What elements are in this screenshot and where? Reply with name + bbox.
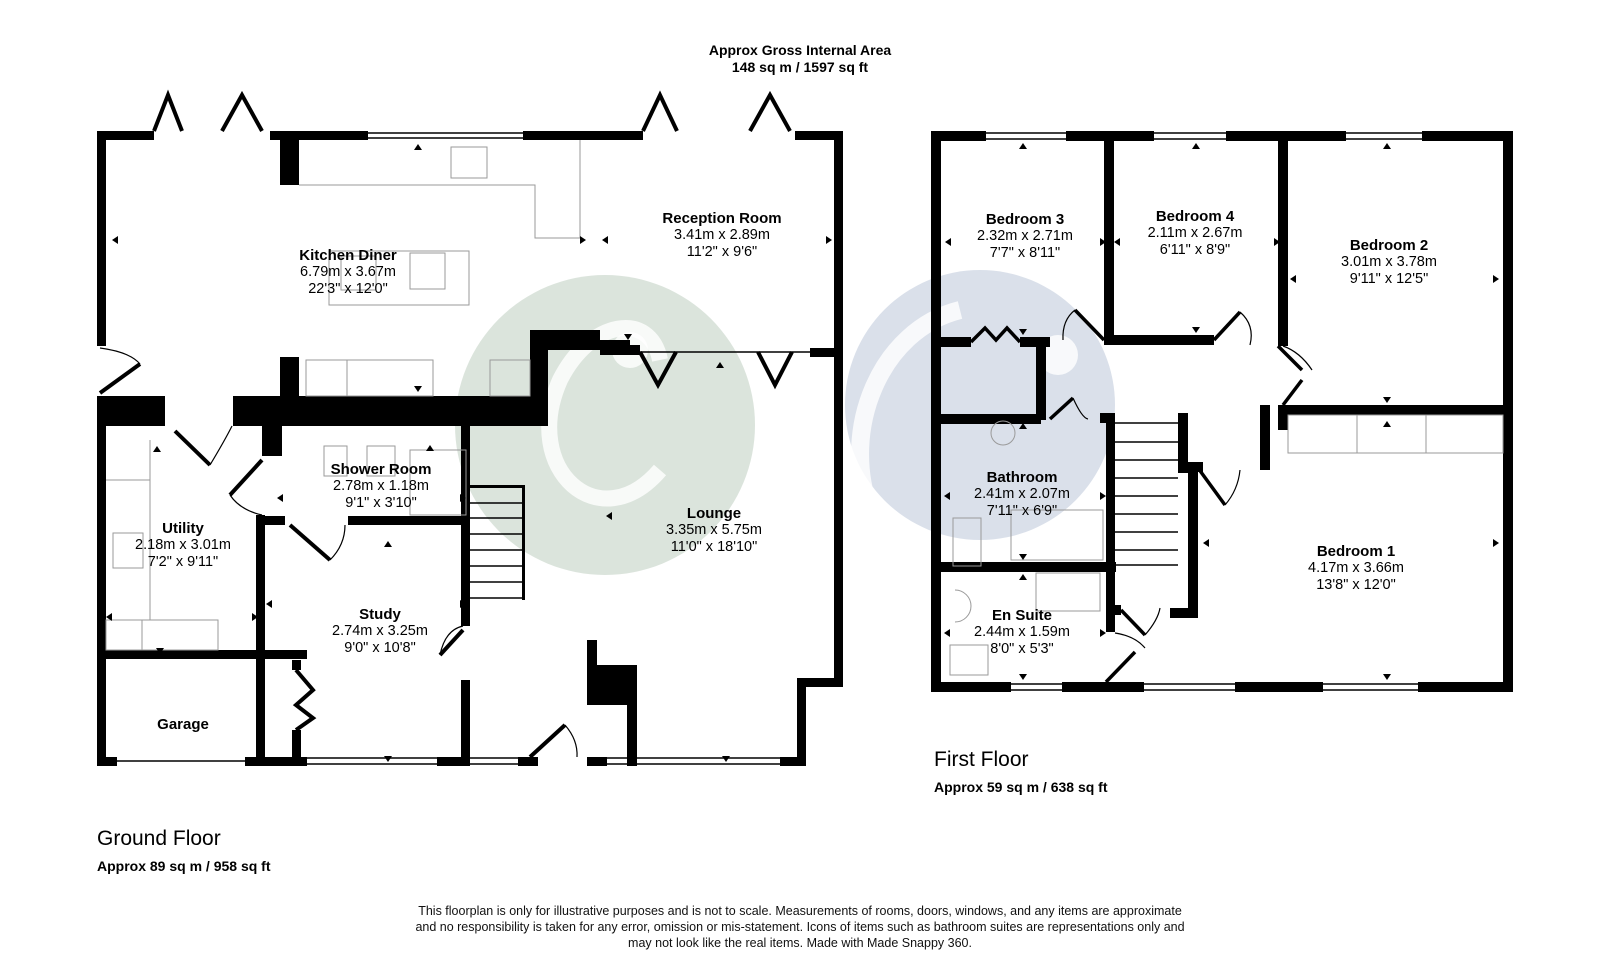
- room-imperial: 13'8" x 12'0": [1316, 577, 1396, 593]
- room-metric: 2.32m x 2.71m: [977, 228, 1073, 244]
- room-metric: 3.01m x 3.78m: [1341, 254, 1437, 270]
- gia-title: Approx Gross Internal Area: [708, 42, 892, 58]
- disclaimer-line-1: This floorplan is only for illustrative …: [418, 904, 1182, 918]
- first-floor-fine-lines: [932, 132, 1422, 691]
- first-floor-door-arcs: [1062, 309, 1313, 649]
- ground-floor-walls: [97, 131, 843, 766]
- room-name: Shower Room: [330, 461, 432, 478]
- room-imperial: 9'1" x 3'10": [345, 495, 417, 511]
- ground-floor-doors: [98, 89, 794, 759]
- room-imperial: 6'11" x 8'9": [1159, 242, 1231, 258]
- room-kitchen-diner: Kitchen Diner 6.79m x 3.67m 22'3" x 12'0…: [299, 247, 397, 298]
- room-name: Garage: [157, 716, 209, 733]
- room-name: En Suite: [991, 607, 1053, 624]
- room-garage: Garage: [157, 716, 209, 733]
- room-name: Lounge: [686, 505, 742, 522]
- room-name: Reception Room: [662, 210, 782, 227]
- room-name: Bathroom: [986, 469, 1058, 486]
- room-study: Study 2.74m x 3.25m 9'0" x 10'8": [332, 606, 428, 657]
- room-en-suite: En Suite 2.44m x 1.59m 8'0" x 5'3": [974, 607, 1070, 658]
- room-imperial: 11'0" x 18'10": [670, 539, 758, 555]
- first-floor-area: Approx 59 sq m / 638 sq ft: [934, 779, 1108, 795]
- room-imperial: 7'2" x 9'11": [147, 554, 219, 570]
- room-bedroom-4: Bedroom 4 2.11m x 2.67m 6'11" x 8'9": [1148, 208, 1243, 259]
- room-name: Utility: [162, 520, 204, 537]
- ground-floor-title: Ground Floor: [97, 827, 221, 850]
- room-name: Bedroom 3: [985, 211, 1065, 228]
- room-bedroom-1: Bedroom 1 4.17m x 3.66m 13'8" x 12'0": [1308, 543, 1404, 594]
- room-name: Bedroom 4: [1155, 208, 1235, 225]
- room-name: Bedroom 1: [1316, 543, 1396, 560]
- room-imperial: 11'2" x 9'6": [686, 244, 758, 260]
- room-imperial: 7'11" x 6'9": [986, 503, 1058, 519]
- ground-floor-fixtures: [105, 140, 581, 651]
- room-name: Bedroom 2: [1349, 237, 1429, 254]
- room-name: Study: [359, 606, 401, 623]
- room-imperial: 9'0" x 10'8": [344, 640, 416, 656]
- first-floor-title: First Floor: [934, 748, 1029, 771]
- first-floor-caption: First Floor Approx 59 sq m / 638 sq ft: [934, 748, 1108, 796]
- first-floor-measure-markers: [944, 143, 1499, 680]
- disclaimer-line-2: and no responsibility is taken for any e…: [415, 920, 1185, 934]
- room-metric: 2.44m x 1.59m: [974, 624, 1070, 640]
- room-metric: 6.79m x 3.67m: [300, 264, 396, 280]
- disclaimer-line-3: may not look like the real items. Made w…: [628, 936, 972, 950]
- room-bedroom-3: Bedroom 3 2.32m x 2.71m 7'7" x 8'11": [977, 211, 1073, 262]
- room-reception: Reception Room 3.41m x 2.89m 11'2" x 9'6…: [662, 210, 781, 261]
- room-imperial: 9'11" x 12'5": [1349, 271, 1429, 287]
- room-imperial: 22'3" x 12'0": [308, 281, 388, 297]
- ground-floor-area: Approx 89 sq m / 958 sq ft: [97, 858, 271, 874]
- room-metric: 2.41m x 2.07m: [974, 486, 1070, 502]
- room-bedroom-2: Bedroom 2 3.01m x 3.78m 9'11" x 12'5": [1341, 237, 1437, 288]
- room-metric: 2.78m x 1.18m: [333, 478, 429, 494]
- first-floor-walls: [931, 131, 1513, 692]
- room-imperial: 7'7" x 8'11": [989, 245, 1061, 261]
- room-metric: 2.18m x 3.01m: [135, 537, 231, 553]
- ground-floor-caption: Ground Floor Approx 89 sq m / 958 sq ft: [97, 827, 271, 875]
- room-utility: Utility 2.18m x 3.01m 7'2" x 9'11": [135, 520, 231, 571]
- room-bathroom: Bathroom 2.41m x 2.07m 7'11" x 6'9": [974, 469, 1070, 520]
- disclaimer: This floorplan is only for illustrative …: [0, 903, 1600, 951]
- room-metric: 2.74m x 3.25m: [332, 623, 428, 639]
- first-floor-fixtures: [949, 414, 1504, 676]
- ground-floor-measure-markers: [106, 144, 840, 762]
- room-imperial: 8'0" x 5'3": [990, 641, 1054, 657]
- room-shower: Shower Room 2.78m x 1.18m 9'1" x 3'10": [331, 461, 432, 512]
- first-floor-doors: [969, 308, 1304, 684]
- room-lounge: Lounge 3.35m x 5.75m 11'0" x 18'10": [666, 505, 762, 556]
- room-metric: 3.35m x 5.75m: [666, 522, 762, 538]
- gross-internal-area: Approx Gross Internal Area 148 sq m / 15…: [0, 42, 1600, 76]
- room-name: Kitchen Diner: [299, 247, 397, 264]
- ground-floor-fine-lines: [98, 132, 810, 765]
- gia-value: 148 sq m / 1597 sq ft: [731, 59, 869, 75]
- room-metric: 2.11m x 2.67m: [1147, 225, 1243, 241]
- room-metric: 3.41m x 2.89m: [674, 227, 770, 243]
- room-metric: 4.17m x 3.66m: [1308, 560, 1404, 576]
- ground-floor-door-arcs: [99, 347, 578, 758]
